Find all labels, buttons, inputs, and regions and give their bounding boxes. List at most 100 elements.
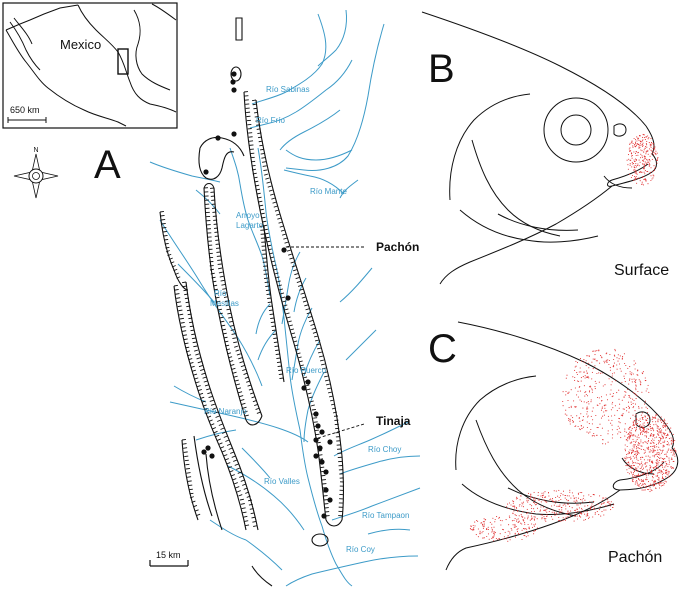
neuromast-dot — [516, 519, 518, 521]
neuromast-dot — [613, 372, 615, 374]
neuromast-dot — [586, 413, 588, 415]
neuromast-dot — [635, 142, 637, 144]
neuromast-dot — [630, 453, 633, 455]
hachure-tick — [279, 292, 285, 295]
neuromast-dot — [541, 518, 543, 520]
neuromast-dot — [641, 456, 643, 458]
neuromast-dot — [624, 430, 626, 432]
neuromast-dot — [564, 503, 566, 505]
cave-dot — [215, 135, 221, 141]
neuromast-dot — [618, 421, 620, 423]
hachure-tick — [159, 210, 165, 213]
neuromast-dot — [528, 528, 530, 530]
neuromast-dot — [646, 144, 648, 146]
neuromast-dot — [623, 457, 625, 459]
neuromast-dot — [659, 440, 661, 442]
neuromast-dot — [584, 375, 586, 377]
neuromast-dot — [592, 350, 594, 352]
neuromast-dot — [665, 476, 667, 478]
neuromast-dot — [572, 376, 574, 378]
neuromast-dot — [587, 416, 589, 418]
neuromast-dot — [493, 540, 495, 542]
neuromast-dot — [560, 520, 562, 522]
neuromast-dot — [634, 403, 637, 405]
neuromast-dot — [635, 175, 637, 178]
hachure-tick — [207, 415, 212, 419]
neuromast-dot — [584, 519, 587, 521]
neuromast-dot — [635, 426, 638, 428]
hachure-tick — [231, 333, 236, 335]
hachure-tick — [318, 458, 324, 460]
neuromast-dot — [654, 449, 656, 451]
neuromast-dot — [513, 519, 515, 521]
neuromast-dot — [641, 426, 643, 428]
hachure-tick — [228, 316, 233, 319]
hachure-tick — [262, 220, 267, 223]
neuromast-dot — [645, 419, 647, 421]
neuromast-dot — [603, 414, 605, 416]
hachure-tick — [217, 419, 222, 422]
neuromast-dot — [631, 448, 633, 450]
hachure-tick — [242, 368, 247, 372]
neuromast-dot — [625, 364, 627, 367]
neuromast-dot — [556, 505, 558, 507]
neuromast-dot — [650, 167, 652, 169]
neuromast-dot — [527, 535, 529, 537]
hachure-tick — [222, 288, 227, 290]
hachure-tick — [253, 111, 259, 114]
neuromast-dot — [582, 426, 584, 428]
neuromast-dot — [637, 473, 640, 475]
hachure-tick — [232, 337, 237, 340]
hachure-tick — [283, 237, 288, 240]
neuromast-dot — [633, 145, 635, 147]
neuromast-dot — [592, 407, 594, 409]
neuromast-dot — [602, 439, 604, 441]
neuromast-dot — [631, 435, 633, 437]
neuromast-dot — [661, 420, 664, 422]
neuromast-dot — [645, 436, 648, 438]
neuromast-dot — [591, 503, 593, 505]
hachure-tick — [241, 507, 246, 510]
neuromast-dot — [634, 139, 637, 141]
cave-dot — [327, 497, 333, 503]
neuromast-dot — [558, 516, 560, 519]
neuromast-dot — [628, 435, 631, 437]
hachure-tick — [185, 468, 191, 470]
neuromast-dot — [591, 505, 593, 507]
neuromast-dot — [637, 475, 639, 477]
neuromast-dot — [603, 514, 605, 516]
neuromast-dot — [638, 406, 640, 408]
hachure-tick — [161, 222, 166, 225]
neuromast-dot — [635, 172, 637, 175]
neuromast-dot — [658, 462, 660, 464]
neuromast-dot — [668, 457, 670, 459]
hachure-tick — [229, 325, 234, 327]
neuromast-dot — [650, 427, 652, 430]
hachure-tick — [253, 525, 258, 527]
neuromast-dot — [591, 388, 593, 390]
hachure-tick — [310, 323, 315, 326]
neuromast-dot — [672, 440, 674, 442]
neuromast-dot — [494, 532, 496, 534]
neuromast-dot — [577, 390, 579, 392]
neuromast-dot — [562, 391, 564, 393]
hachure-tick — [224, 300, 229, 303]
neuromast-dot — [550, 516, 553, 518]
neuromast-dot — [632, 414, 634, 416]
neuromast-dot — [517, 518, 519, 520]
neuromast-dot — [648, 489, 650, 491]
hachure-tick — [321, 363, 326, 366]
neuromast-dot — [514, 526, 516, 528]
neuromast-dot — [579, 503, 581, 505]
hachure-tick — [283, 304, 288, 307]
hachure-tick — [327, 387, 332, 390]
neuromast-dot — [657, 464, 659, 466]
neuromast-dot — [629, 442, 631, 444]
neuromast-dot — [544, 519, 546, 521]
neuromast-dot — [643, 473, 645, 475]
neuromast-dot — [635, 151, 637, 153]
neuromast-dot — [522, 501, 524, 503]
neuromast-dot — [542, 494, 544, 497]
neuromast-dot — [604, 362, 606, 364]
